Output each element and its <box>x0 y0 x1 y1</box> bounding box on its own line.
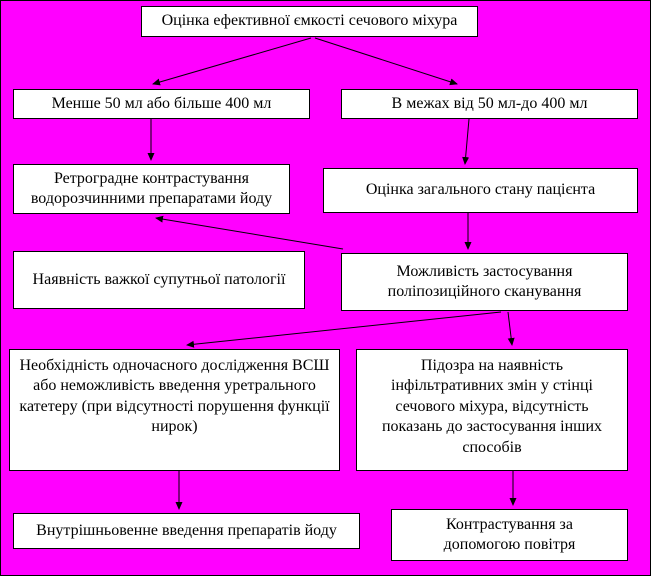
node-severe-comorbid-pathology: Наявність важкої супутньої патології <box>13 251 305 309</box>
edge-cond-right-to-assess <box>462 118 470 165</box>
node-volume-out-of-range: Менше 50 мл або більше 400 мл <box>13 89 310 119</box>
node-air-contrast: Контрастування за допомогою повітря <box>391 509 628 561</box>
node-multiposition-scanning: Можливість застосування поліпозиційного … <box>341 253 628 311</box>
edge-root-to-cond-left <box>152 37 312 86</box>
edge-multi-to-retro <box>155 215 344 250</box>
node-need-simultaneous-study: Необхідність одночасного дослідження ВСШ… <box>9 349 340 471</box>
edge-root-to-cond-right <box>314 37 458 86</box>
node-general-condition-assessment: Оцінка загального стану пацієнта <box>323 168 638 213</box>
edge-multi-to-need <box>186 311 502 348</box>
node-iv-iodine-administration: Внутрішньовенне введення препаратів йоду <box>13 513 360 549</box>
node-bladder-capacity-assessment: Оцінка ефективної ємкості сечового міхур… <box>141 6 478 37</box>
edge-multi-to-susp <box>507 311 515 346</box>
node-retrograde-contrast: Ретроградне контрастування водорозчинним… <box>13 164 290 214</box>
node-infiltrative-changes-suspicion: Підозра на наявність інфільтративних змі… <box>356 349 628 471</box>
node-volume-in-range: В межах від 50 мл-до 400 мл <box>341 89 638 119</box>
